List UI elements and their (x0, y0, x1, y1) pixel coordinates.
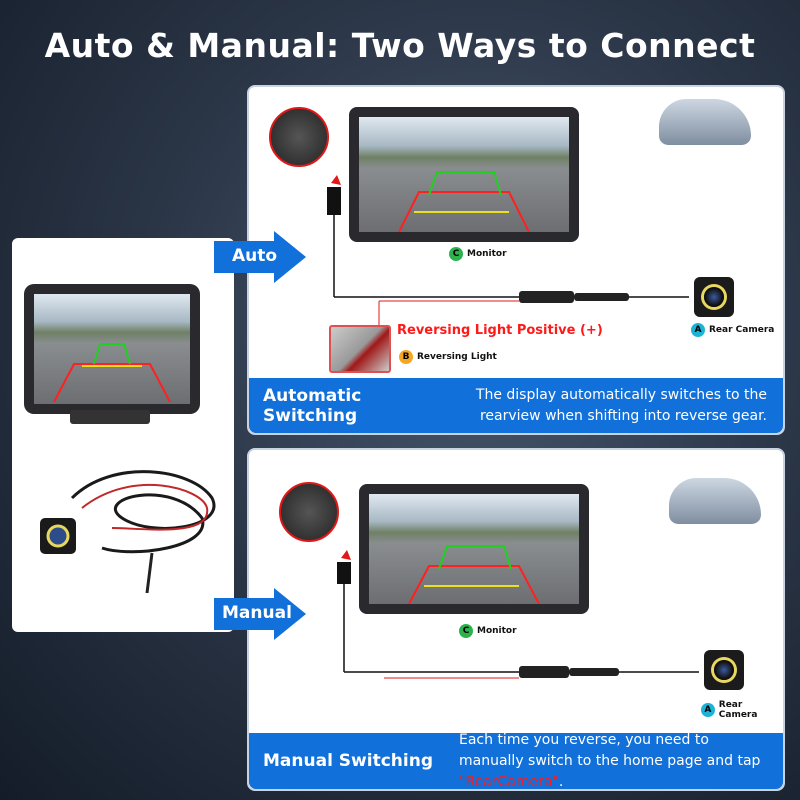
manual-monitor-image (359, 484, 589, 614)
manual-wiring-diagram (337, 550, 699, 679)
connector-zoom-icon (269, 107, 329, 167)
badge-a: A (701, 703, 715, 717)
manual-info-bar: Manual Switching Each time you reverse, … (249, 732, 783, 790)
rear-camera-image (704, 650, 744, 690)
monitor-label: C Monitor (459, 624, 517, 638)
auto-arrow-label: Auto (232, 246, 278, 266)
rear-camera-label-text: Rear Camera (718, 700, 758, 720)
auto-arrow: Auto (214, 231, 306, 283)
badge-c: C (449, 247, 463, 261)
product-monitor-image (24, 284, 200, 414)
rear-camera-image (694, 277, 734, 317)
car-diagram-icon (659, 99, 751, 145)
car-diagram-icon (669, 478, 761, 524)
reversing-light-wire-label: Reversing Light Positive (+) (397, 323, 603, 338)
monitor-label-text: Monitor (477, 626, 517, 636)
auto-heading: Automatic Switching (263, 385, 362, 426)
monitor-label: C Monitor (449, 247, 507, 261)
camera-cable-image (40, 470, 216, 594)
badge-b: B (399, 350, 413, 364)
rearview-screen (34, 294, 190, 404)
manual-description: Each time you reverse, you need to manua… (459, 730, 783, 793)
page-title: Auto & Manual: Two Ways to Connect (44, 26, 756, 65)
manual-description-text: Each time you reverse, you need to manua… (459, 731, 761, 769)
rearview-screen (369, 494, 579, 604)
reversing-light-label-text: Reversing Light (417, 352, 497, 362)
connector-zoom-icon (279, 482, 339, 542)
reversing-light-image (329, 325, 391, 373)
badge-a: A (691, 323, 705, 337)
rearview-screen (359, 117, 569, 232)
manual-arrow-label: Manual (222, 603, 292, 623)
monitor-stand (70, 410, 150, 424)
manual-heading: Manual Switching (263, 751, 433, 771)
rear-camera-label: A Rear Camera (691, 323, 774, 337)
badge-c: C (459, 624, 473, 638)
auto-connection-card: C Monitor A Rear Camera Reversing Light Po… (247, 85, 785, 435)
manual-description-end: . (558, 773, 564, 790)
reversing-light-label: B Reversing Light (399, 350, 497, 364)
rear-camera-label-text: Rear Camera (709, 325, 775, 335)
auto-info-bar: Automatic Switching The display automati… (249, 378, 783, 433)
manual-arrow: Manual (214, 588, 306, 640)
monitor-label-text: Monitor (467, 249, 507, 259)
rear-camera-highlight: "RearCamera" (459, 773, 559, 790)
auto-description: The display automatically switches to th… (475, 386, 767, 424)
auto-wiring-diagram (327, 175, 689, 327)
auto-monitor-image (349, 107, 579, 242)
product-panel (12, 238, 234, 632)
